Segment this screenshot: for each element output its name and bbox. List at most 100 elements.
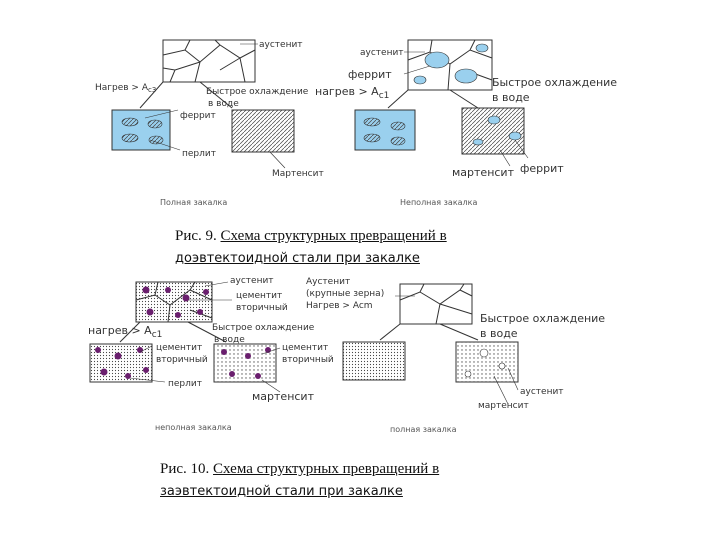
leader — [493, 375, 509, 405]
label-cool-1: Быстрое охлаждение — [480, 312, 605, 325]
cementite-particle — [221, 349, 227, 355]
figure-9-caption: Рис. 9. Схема структурных превращений в … — [175, 225, 505, 270]
caption-prefix: Рис. 9. — [175, 228, 221, 244]
label-cool-2: в воде — [480, 327, 518, 340]
cementite-particle — [114, 352, 122, 360]
cementite-particle — [142, 286, 150, 294]
arrow-cool — [449, 89, 479, 109]
fig10-right-austenite-box — [399, 283, 473, 325]
perlite-grain — [147, 119, 163, 129]
cementite-particle — [165, 287, 171, 293]
label-heat: Нагрев > Аc3 — [95, 83, 156, 94]
austenite-grain — [498, 362, 506, 370]
label-cool-2: в воде — [492, 91, 530, 104]
cementite-particle — [175, 312, 181, 318]
label-heat: нагрев > Ac1 — [88, 324, 162, 340]
fig9-left: аустенит Нагрев > Аc3 Быстрое охлаждение… — [95, 39, 324, 207]
label-full-quench: полная закалка — [390, 425, 457, 434]
label-heat: Нагрев > Acm — [306, 301, 373, 311]
label-austenite: аустенит — [230, 276, 274, 286]
label-austenite-1: Аустенит — [306, 277, 350, 287]
fig9-right-ferrite-perlite-box — [354, 109, 416, 151]
leader — [204, 281, 229, 287]
fig10-right-martensite-box — [455, 341, 519, 383]
label-heat: нагрев > Ac1 — [315, 85, 389, 101]
figure-10-caption: Рис. 10. Схема структурных превращений в… — [160, 458, 500, 503]
label-partial-quench: Неполная закалка — [400, 198, 478, 207]
perlite-grain — [363, 133, 381, 143]
label-martensite: Мартенсит — [272, 169, 324, 179]
label-cementite-2b: вторичный — [156, 355, 208, 365]
label-austenite-2: (крупные зерна) — [306, 289, 384, 299]
ferrite-grain — [508, 131, 522, 141]
leader — [269, 151, 286, 169]
perlite-grain — [390, 136, 406, 146]
perlite-grain — [363, 117, 381, 127]
ferrite-grain — [487, 115, 501, 125]
perlite-grain — [148, 135, 164, 145]
grain-boundaries — [162, 39, 256, 83]
ferrite-grain — [475, 43, 489, 53]
fig9-right-martensite-box — [461, 107, 525, 155]
label-partial-quench: неполная закалка — [155, 423, 232, 432]
fig10-right: Аустенит (крупные зерна) Нагрев > Acm Бы… — [306, 277, 605, 434]
cementite-particle — [182, 294, 190, 302]
label-perlite: перлит — [182, 149, 216, 159]
label-austenite: аустенит — [259, 40, 303, 50]
perlite-grain — [390, 121, 406, 131]
cementite-particle — [143, 367, 149, 373]
fig10-right-perlite-box — [342, 341, 406, 381]
leader — [403, 65, 431, 75]
caption-line-1: Схема структурных превращений в — [213, 461, 440, 477]
cementite-particle — [229, 371, 235, 377]
fig9-left-austenite-box — [162, 39, 256, 83]
ferrite-grain — [454, 68, 478, 84]
fig9-right: аустенит феррит нагрев > Ac1 Быстрое охл… — [315, 39, 617, 207]
arrow-heat — [379, 323, 401, 341]
label-cool-1: Быстрое охлаждение — [492, 76, 617, 89]
label-ferrite: феррит — [348, 68, 392, 81]
grain-boundaries — [407, 39, 493, 91]
caption-prefix: Рис. 10. — [160, 461, 214, 477]
ferrite-grain — [424, 51, 450, 69]
austenite-grain — [464, 370, 472, 378]
cementite-particle — [245, 353, 251, 359]
leader — [261, 347, 281, 355]
label-cementite-1: цементит — [236, 291, 282, 301]
leader — [129, 377, 166, 383]
cementite-particle — [125, 373, 131, 379]
leader — [507, 367, 519, 391]
cementite-particle — [203, 289, 209, 295]
arrow-cool — [187, 321, 227, 343]
label-perlite: перлит — [168, 379, 202, 389]
arrow-cool — [199, 81, 233, 109]
label-cool-1: Быстрое охлаждение — [206, 87, 309, 97]
leader — [261, 379, 281, 393]
label-austenite-3: аустенит — [520, 387, 564, 397]
label-cementite-1b: вторичный — [236, 303, 288, 313]
arrow-heat — [387, 89, 409, 109]
label-cementite-3b: вторичный — [282, 355, 334, 365]
leader — [499, 149, 511, 167]
cementite-particle — [95, 347, 101, 353]
ferrite-grain — [413, 75, 427, 85]
label-ferrite-2: феррит — [520, 162, 564, 175]
arrow-heat — [119, 321, 141, 343]
caption-line-2: заэвтектоидной стали при закалке — [160, 484, 403, 499]
perlite-grain — [121, 117, 139, 127]
leader — [514, 139, 529, 159]
leader — [149, 139, 181, 151]
cementite-particle — [100, 368, 108, 376]
label-cementite-2: цементит — [156, 343, 202, 353]
label-martensite: мартенсит — [252, 390, 315, 403]
caption-line-1: Схема структурных превращений в — [220, 228, 447, 244]
label-cool-1: Быстрое охлаждение — [212, 323, 315, 333]
label-martensite: мартенсит — [478, 401, 529, 411]
label-ferrite: феррит — [180, 111, 216, 121]
leader — [139, 345, 153, 353]
grain-boundaries — [399, 283, 473, 325]
label-martensite: мартенсит — [452, 166, 515, 179]
grain-boundaries — [135, 281, 213, 323]
cementite-particle — [255, 373, 261, 379]
